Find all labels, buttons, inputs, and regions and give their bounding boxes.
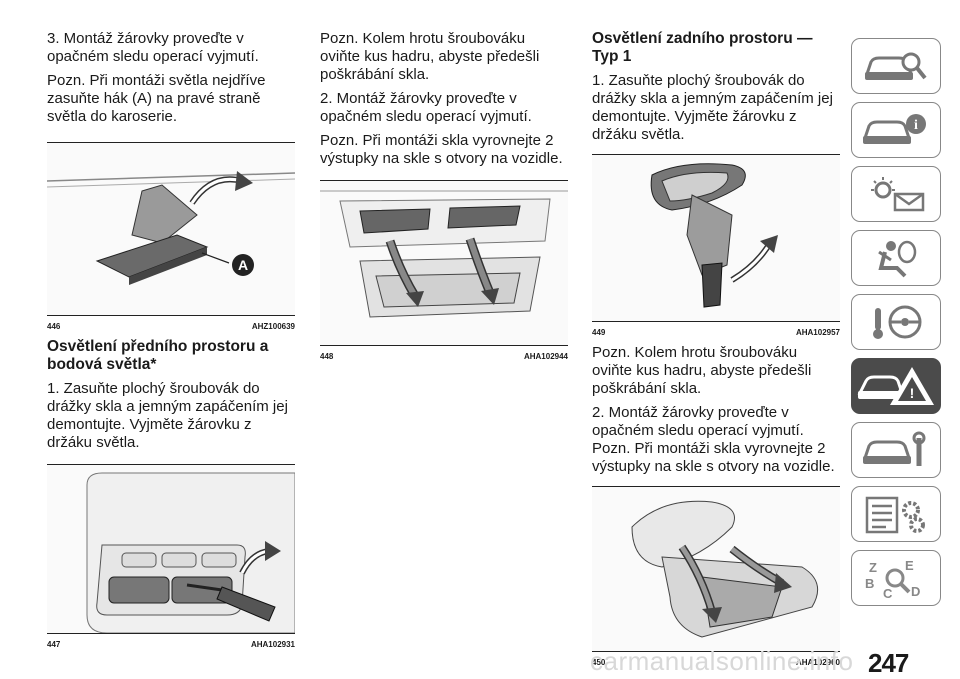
note-alignment-rear: Pozn. Při montáži skla vyrovnejte 2 výst… — [592, 440, 835, 475]
rear-lamp-screwdriver-illustration — [592, 155, 840, 321]
figure-caption: 446 AHZ100639 — [47, 322, 295, 331]
front-lamp-screwdriver-illustration — [47, 465, 295, 633]
figure-code: AHA102944 — [523, 352, 568, 361]
figure-number: 446 — [47, 322, 61, 331]
instruction-step-1: 1. Zasuňte plochý šroubovák do drážky sk… — [47, 380, 288, 451]
tab-technical-data[interactable] — [851, 486, 941, 542]
instruction-step-3: 3. Montáž žárovky proveďte v opačném sle… — [47, 30, 259, 65]
tab-maintenance[interactable] — [851, 422, 941, 478]
rear-lens-alignment-illustration — [592, 487, 840, 651]
steering-wheel-key-icon — [873, 305, 922, 339]
svg-text:C: C — [883, 586, 893, 600]
figure-446: A 446 AHZ100639 — [47, 142, 295, 331]
lens-alignment-illustration — [320, 181, 568, 345]
svg-text:!: ! — [910, 385, 915, 401]
instruction-step-2-rear: 2. Montáž žárovky proveďte v opačném sle… — [592, 404, 804, 439]
figure-number: 448 — [320, 352, 334, 361]
airbag-person-icon — [878, 240, 917, 278]
car-info-icon: i — [862, 114, 926, 144]
note-alignment: Pozn. Při montáži skla vyrovnejte 2 výst… — [320, 132, 563, 167]
page-number: 247 — [868, 648, 909, 678]
car-search-icon — [864, 52, 927, 80]
column-3: Osvětlení zadního prostoru — Typ 1 1. Za… — [592, 30, 840, 667]
car-warning-triangle-icon: ! — [857, 367, 934, 405]
note-hook: Pozn. Při montáži světla nejdříve zasuňt… — [47, 72, 266, 125]
figure-448: 448 AHA102944 — [320, 180, 568, 361]
section-heading-rear: Osvětlení zadního prostoru — Typ 1 — [592, 30, 813, 65]
tab-safety[interactable] — [851, 230, 941, 286]
figure-caption: 447 AHA102931 — [47, 640, 295, 649]
instruction-step-1-rear: 1. Zasuňte plochý šroubovák do drážky sk… — [592, 72, 833, 143]
figure-code: AHA102957 — [795, 328, 840, 337]
tab-car-search[interactable] — [851, 38, 941, 94]
tab-starting-driving[interactable] — [851, 294, 941, 350]
column-2: Pozn. Kolem hrotu šroubováku oviňte kus … — [320, 30, 568, 361]
tab-emergency[interactable]: ! — [851, 358, 941, 414]
svg-text:A: A — [238, 257, 248, 273]
alphabet-index-icon: Z E BC D — [865, 558, 920, 600]
figure-caption: 448 AHA102944 — [320, 352, 568, 361]
figure-450: 450 AHA102960 — [592, 486, 840, 667]
column-1: 3. Montáž žárovky proveďte v opačném sle… — [47, 30, 295, 649]
note-cloth: Pozn. Kolem hrotu šroubováku oviňte kus … — [320, 30, 540, 83]
svg-text:E: E — [905, 558, 914, 573]
instruction-step-2: 2. Montáž žárovky proveďte v opačném sle… — [320, 90, 532, 125]
svg-text:B: B — [865, 576, 874, 591]
car-wrench-icon — [862, 431, 926, 466]
svg-text:i: i — [914, 118, 918, 133]
tab-car-info[interactable]: i — [851, 102, 941, 158]
figure-code: AHZ100639 — [251, 322, 295, 331]
figure-number: 450 — [592, 658, 606, 667]
figure-449: 449 AHA102957 — [592, 154, 840, 337]
chapter-tabs: i — [851, 38, 946, 614]
figure-number: 447 — [47, 640, 61, 649]
figure-caption: 450 AHA102960 — [592, 658, 840, 667]
figure-caption: 449 AHA102957 — [592, 328, 840, 337]
warning-light-envelope-icon — [871, 177, 925, 212]
figure-code: AHA102931 — [250, 640, 295, 649]
callout-a — [232, 254, 254, 276]
tab-warning-lights[interactable] — [851, 166, 941, 222]
watermark: carmanualsonline.info — [590, 646, 854, 676]
figure-code: AHA102960 — [795, 658, 840, 667]
note-cloth-rear: Pozn. Kolem hrotu šroubováku oviňte kus … — [592, 344, 812, 397]
specs-gears-icon — [865, 496, 925, 534]
figure-447: 447 AHA102931 — [47, 464, 295, 649]
lamp-hook-illustration: A — [47, 143, 295, 315]
svg-text:D: D — [911, 584, 920, 599]
figure-number: 449 — [592, 328, 606, 337]
section-heading-front: Osvětlení předního prostoru a bodová svě… — [47, 338, 269, 373]
svg-text:Z: Z — [869, 560, 877, 575]
